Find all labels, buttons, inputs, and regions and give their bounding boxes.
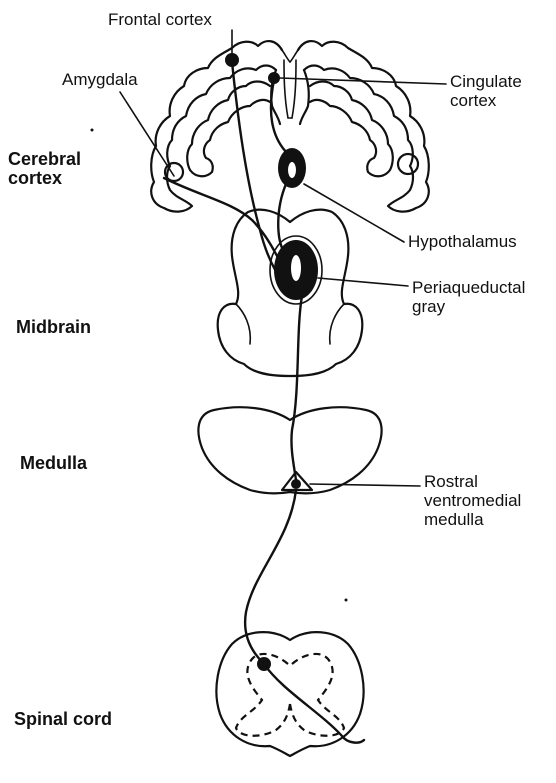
spinal-dorsal-horn-neuron bbox=[257, 657, 271, 671]
hypothalamus-nucleus bbox=[278, 148, 306, 188]
label-amygdala: Amygdala bbox=[62, 70, 138, 89]
spinal-cord-section bbox=[216, 632, 363, 756]
label-hypothalamus: Hypothalamus bbox=[408, 232, 517, 251]
rostral-ventromedial-medulla-marker bbox=[282, 472, 312, 490]
label-midbrain: Midbrain bbox=[16, 318, 91, 337]
label-medulla: Medulla bbox=[20, 454, 87, 473]
label-cerebral-cortex: Cerebral cortex bbox=[8, 150, 81, 188]
label-cingulate-cortex: Cingulate cortex bbox=[450, 72, 522, 110]
cingulate-cortex-neuron bbox=[268, 72, 280, 84]
label-rostral-ventromedial-medulla: Rostral ventromedial medulla bbox=[424, 472, 521, 529]
label-periaqueductal-gray: Periaqueductal gray bbox=[412, 278, 525, 316]
descending-pathways bbox=[164, 62, 364, 743]
label-frontal-cortex: Frontal cortex bbox=[108, 10, 212, 29]
label-spinal-cord: Spinal cord bbox=[14, 710, 112, 729]
